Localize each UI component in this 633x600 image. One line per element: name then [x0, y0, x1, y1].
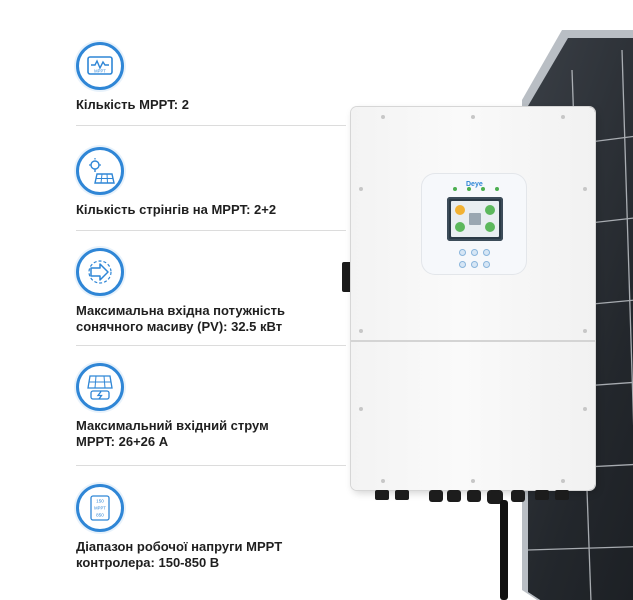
divider	[76, 125, 346, 126]
spec-label: Кількість MPPT: 2	[76, 97, 189, 112]
spec-label: Кількість стрінгів на MPPT: 2+2	[76, 202, 277, 217]
status-led	[495, 187, 499, 191]
screw	[583, 407, 587, 411]
spec-max-input-current: Максимальний вхідний струм MPPT: 26+26 А	[76, 363, 346, 450]
control-panel: Deye	[421, 173, 527, 275]
divider	[76, 230, 346, 231]
spec-mppt-count: MPPT Кількість MPPT: 2	[76, 42, 346, 113]
screw	[381, 115, 385, 119]
power-cable	[500, 500, 508, 600]
status-led	[453, 187, 457, 191]
panel-button	[471, 261, 478, 268]
mppt-icon-text: MPPT	[94, 69, 106, 74]
panel-button	[483, 261, 490, 268]
spec-label: Максимальна вхідна потужність сонячного …	[76, 303, 285, 334]
screw	[471, 479, 475, 483]
range-top-text: 150	[96, 499, 104, 504]
arrow-input-power-icon	[76, 248, 124, 296]
housing-seam	[351, 340, 595, 342]
spec-label: Діапазон робочої напруги MPPT контролера…	[76, 539, 283, 570]
screw	[583, 187, 587, 191]
panel-button	[471, 249, 478, 256]
inverter-image: Deye	[351, 107, 595, 490]
spec-max-pv-power: Максимальна вхідна потужність сонячного …	[76, 248, 346, 335]
panel-button	[459, 249, 466, 256]
range-mid-text: MPPT	[94, 506, 106, 511]
solar-panel-bulb-icon	[76, 147, 124, 195]
spec-label: Максимальний вхідний струм MPPT: 26+26 А	[76, 418, 269, 449]
screw	[359, 329, 363, 333]
status-led	[467, 187, 471, 191]
cable-terminals	[375, 490, 569, 504]
divider	[76, 345, 346, 346]
screw	[359, 187, 363, 191]
panel-button	[459, 261, 466, 268]
screw	[561, 479, 565, 483]
lcd-screen	[447, 197, 503, 241]
spec-mppt-voltage-range: 150 MPPT 850 Діапазон робочої напруги MP…	[76, 484, 346, 571]
divider	[76, 465, 346, 466]
screw	[583, 329, 587, 333]
voltage-range-icon: 150 MPPT 850	[76, 484, 124, 532]
brand-logo: Deye	[466, 181, 483, 188]
mppt-monitor-icon: MPPT	[76, 42, 124, 90]
spec-strings-per-mppt: Кількість стрінгів на MPPT: 2+2	[76, 147, 346, 218]
panel-button	[483, 249, 490, 256]
solar-panel-current-icon	[76, 363, 124, 411]
status-led	[481, 187, 485, 191]
screw	[381, 479, 385, 483]
screw	[359, 407, 363, 411]
range-bottom-text: 850	[96, 513, 104, 518]
screw	[561, 115, 565, 119]
screw	[471, 115, 475, 119]
